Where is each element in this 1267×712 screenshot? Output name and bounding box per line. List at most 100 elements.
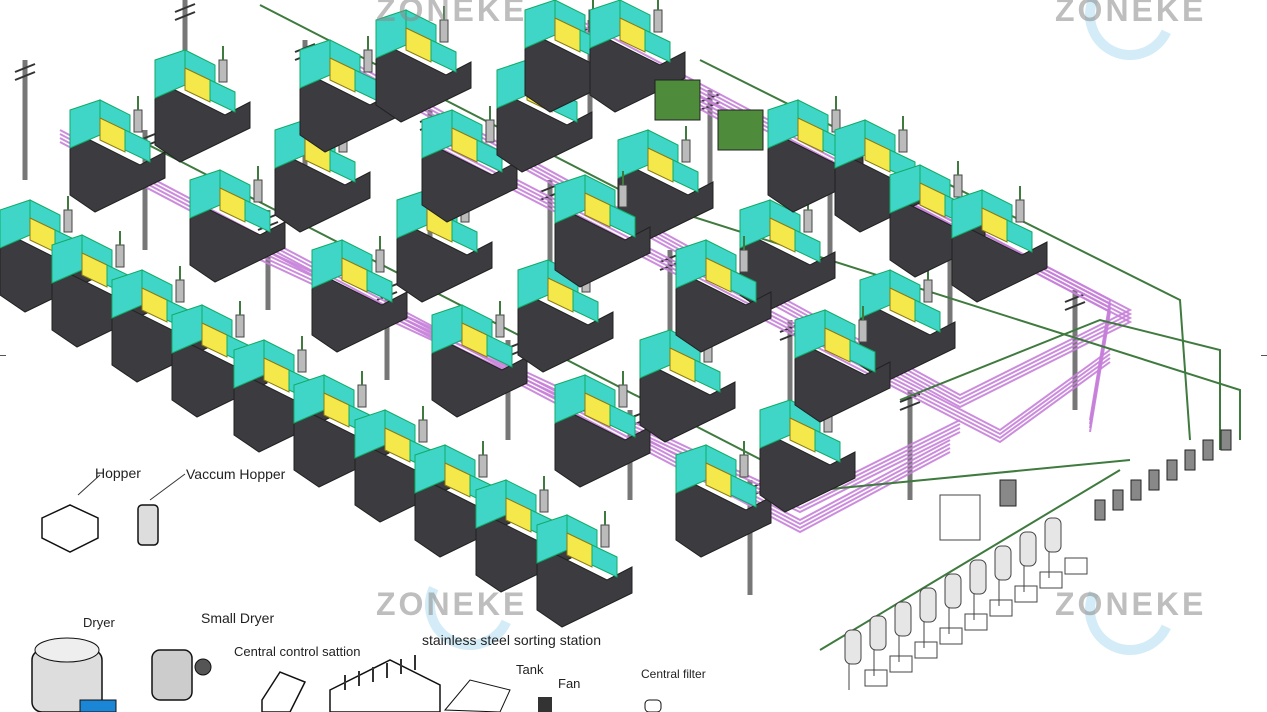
dryer-lid-icon xyxy=(34,637,100,663)
label-central-control-station: Central control sattion xyxy=(234,644,361,659)
vacuum-hopper xyxy=(618,184,628,208)
pole-crossbar xyxy=(174,11,196,21)
vacuum-hopper xyxy=(478,454,488,478)
pole-crossbar xyxy=(1064,301,1086,311)
central-dryer-array xyxy=(844,429,1232,690)
central-dryer xyxy=(994,545,1012,581)
machine-safety-gate xyxy=(566,532,593,568)
vacuum-hopper xyxy=(375,249,385,273)
machine-injection-unit xyxy=(914,299,941,333)
machine-injection-unit xyxy=(794,229,821,263)
injection-machine xyxy=(859,266,956,383)
machine-safety-gate xyxy=(919,182,946,218)
injection-machine xyxy=(639,326,736,443)
hopper-leader xyxy=(77,474,101,496)
machine-mold-cyan xyxy=(859,269,891,319)
vacuum-hopper xyxy=(363,49,373,73)
machine-base xyxy=(554,204,651,288)
loader-unit xyxy=(1094,499,1106,521)
pole-crossbar xyxy=(14,63,36,73)
dryer-frame xyxy=(914,641,938,659)
machine-safety-gate xyxy=(824,327,851,363)
dryer-frame xyxy=(1039,571,1063,589)
machine-mold-cyan xyxy=(524,0,556,49)
dryer-frame xyxy=(864,669,888,687)
hopper-icon xyxy=(41,504,99,553)
machine-mold-cyan xyxy=(639,329,671,379)
loader-unit xyxy=(1202,439,1214,461)
central-dryer xyxy=(969,559,987,595)
vacuum-hopper xyxy=(218,59,228,83)
injection-machine xyxy=(617,126,714,243)
vacuum-hopper xyxy=(418,419,428,443)
machine-injection-unit xyxy=(430,39,457,73)
machine-safety-gate xyxy=(705,257,732,293)
machine-injection-unit xyxy=(730,269,757,303)
dryer-frame xyxy=(989,599,1013,617)
loader-unit xyxy=(1220,429,1232,451)
vacuum-hopper xyxy=(803,209,813,233)
machine-safety-gate xyxy=(99,117,126,153)
injection-machine xyxy=(589,0,686,113)
vacuum-hopper xyxy=(923,279,933,303)
dryer-frame xyxy=(889,655,913,673)
injection-machine xyxy=(171,301,268,418)
small-dryer-icon xyxy=(151,649,193,701)
vacuum-hopper xyxy=(653,9,663,33)
dryer-cabinet xyxy=(654,79,701,121)
pole-crossbar xyxy=(14,71,36,81)
machine-safety-gate xyxy=(263,357,290,393)
machine-injection-unit xyxy=(244,199,271,233)
machine-base xyxy=(154,79,251,163)
label-vacuum-hopper: Vaccum Hopper xyxy=(186,466,286,482)
machine-injection-unit xyxy=(644,29,671,63)
machine-base xyxy=(589,29,686,113)
central-dryer xyxy=(944,573,962,609)
machine-injection-unit xyxy=(672,159,699,193)
watermark-top-right: ZONEKE xyxy=(1055,0,1207,28)
vacuum-hopper xyxy=(953,174,963,198)
injection-machine xyxy=(794,306,891,423)
machine-safety-gate xyxy=(769,217,796,253)
central-dryer xyxy=(1044,517,1062,553)
machine-injection-unit xyxy=(572,289,599,323)
machine-base xyxy=(951,219,1048,303)
machine-safety-gate xyxy=(981,207,1008,243)
machine-safety-gate xyxy=(184,67,211,103)
purple-pipe xyxy=(439,139,1111,432)
machine-base xyxy=(739,229,836,313)
fan-icon xyxy=(538,697,552,712)
dryer-frame xyxy=(1064,557,1088,575)
machine-safety-gate xyxy=(554,17,581,53)
machine-safety-gate xyxy=(789,417,816,453)
machine-injection-unit xyxy=(814,429,841,463)
injection-machine xyxy=(889,161,986,278)
right-edge-mark xyxy=(1261,355,1267,356)
label-dryer: Dryer xyxy=(83,615,115,630)
vacuum-hopper xyxy=(297,349,307,373)
purple-pipe xyxy=(59,133,951,526)
machine-injection-unit xyxy=(730,474,757,508)
machine-safety-gate xyxy=(619,17,646,53)
machine-safety-gate xyxy=(547,277,574,313)
central-dryer xyxy=(919,587,937,623)
control-panel xyxy=(999,479,1017,507)
injection-machine xyxy=(554,371,651,488)
injection-molding-machines xyxy=(0,0,1048,628)
vacuum-hopper xyxy=(1015,199,1025,223)
left-edge-mark xyxy=(0,355,6,356)
machine-injection-unit xyxy=(124,129,151,163)
label-fan: Fan xyxy=(558,676,581,691)
injection-machine xyxy=(554,171,651,288)
machine-injection-unit xyxy=(366,269,393,303)
machine-injection-unit xyxy=(1006,219,1033,253)
machine-injection-unit xyxy=(451,219,478,253)
machine-safety-gate xyxy=(323,392,350,428)
sorting-rack xyxy=(939,494,981,541)
machine-mold-cyan xyxy=(189,169,221,219)
small-dryer-motor-icon xyxy=(194,658,212,676)
vacuum-hopper xyxy=(175,279,185,303)
vacuum-hopper xyxy=(898,129,908,153)
injection-machine xyxy=(375,6,472,123)
machine-base xyxy=(396,219,493,303)
